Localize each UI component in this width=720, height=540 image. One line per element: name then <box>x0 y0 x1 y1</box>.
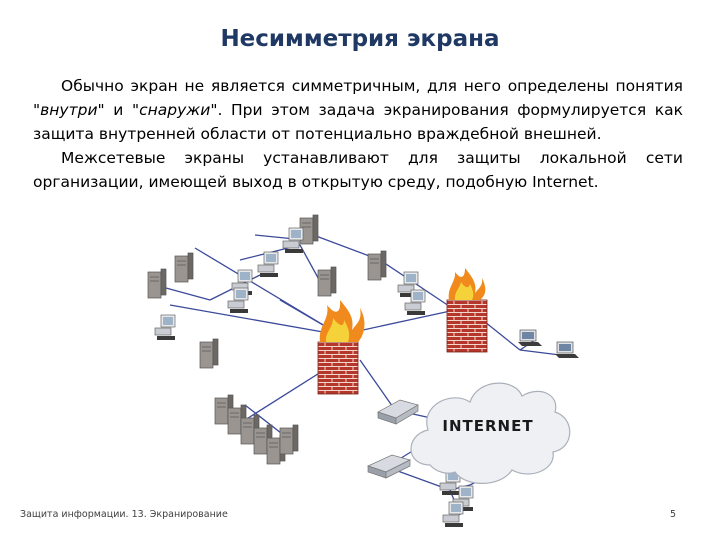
paragraph-1-prefix: понятия " <box>33 77 683 119</box>
paragraph-1-line-1: Обычно экран не является симметричным, д… <box>61 77 609 95</box>
paragraph-1-middle: " и " <box>97 101 140 119</box>
paragraph-1: Обычно экран не является симметричным, д… <box>33 74 683 146</box>
cloud-icon: INTERNET <box>410 382 571 484</box>
body-text: Обычно экран не является симметричным, д… <box>33 74 683 194</box>
term-inside: внутри <box>40 101 98 119</box>
footer-caption: Защита информации. 13. Экранирование <box>20 509 228 520</box>
router-icon <box>367 454 411 479</box>
paragraph-1-rest: ". При этом задача экранирования формули… <box>33 101 683 143</box>
term-outside: снаружи <box>139 101 211 119</box>
switch-icon <box>377 399 419 425</box>
internet-label: INTERNET <box>442 417 533 435</box>
workstation-icon <box>154 227 474 528</box>
page-title: Несимметрия экрана <box>220 26 500 52</box>
paragraph-2: Межсетевые экраны устанавливают для защи… <box>33 149 683 191</box>
page-number: 5 <box>670 509 677 520</box>
firewall-icon <box>317 268 488 395</box>
